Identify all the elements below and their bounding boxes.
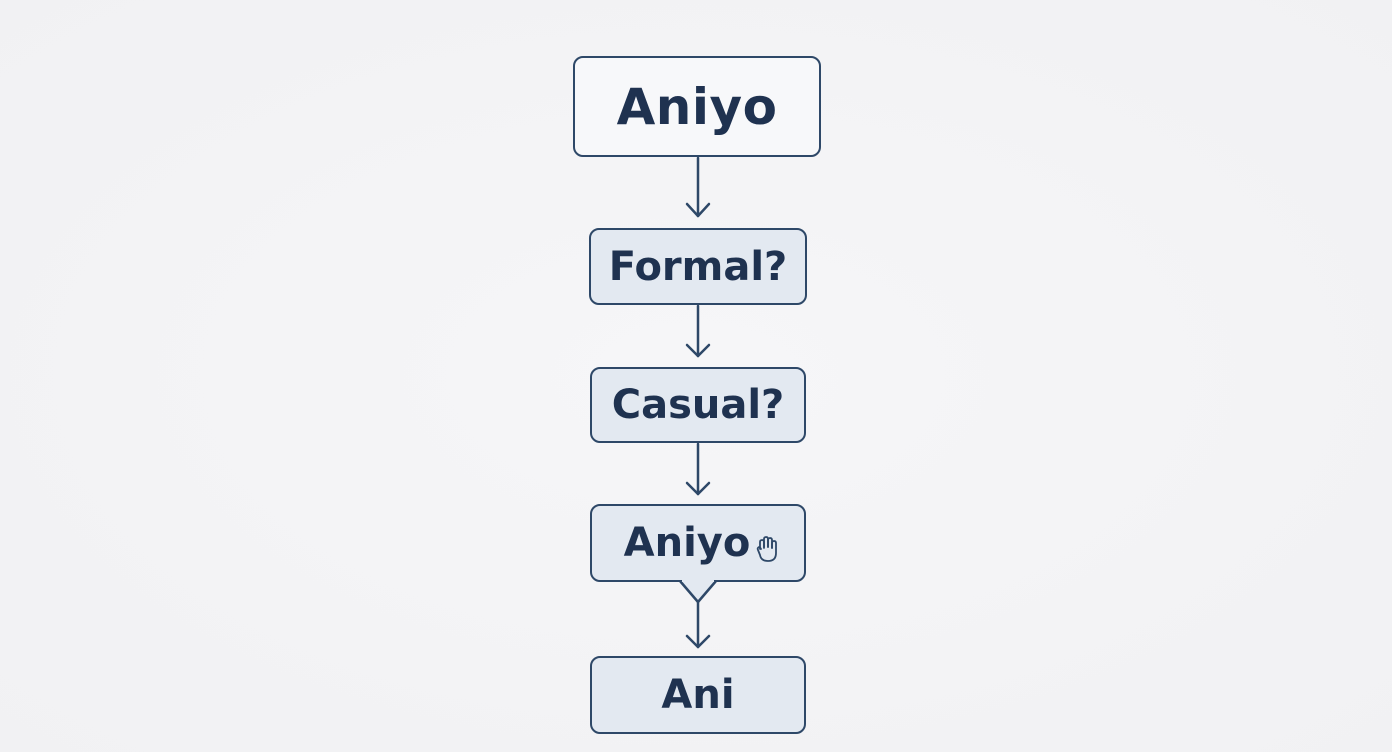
flow-node-label: Formal? <box>608 243 788 290</box>
flow-node-label: Ani <box>661 672 735 718</box>
edge-n1-n2-arrowhead <box>685 202 711 218</box>
flow-node-formal: Formal? <box>589 228 807 305</box>
edge-n2-n3-arrowhead <box>685 343 711 358</box>
flow-node-start: Aniyo <box>573 56 821 157</box>
flow-node-result: Aniyo <box>590 504 806 582</box>
flow-node-label: Casual? <box>611 382 785 428</box>
flow-node-end: Ani <box>590 656 806 734</box>
edge-n3-n4-arrowhead <box>685 481 711 496</box>
edge-n4-n5-arrowhead <box>685 634 711 649</box>
flow-node-casual: Casual? <box>590 367 806 443</box>
flow-node-label: Aniyo <box>616 77 778 136</box>
flow-node-label: Aniyo <box>623 520 751 566</box>
hand-icon <box>754 529 782 562</box>
